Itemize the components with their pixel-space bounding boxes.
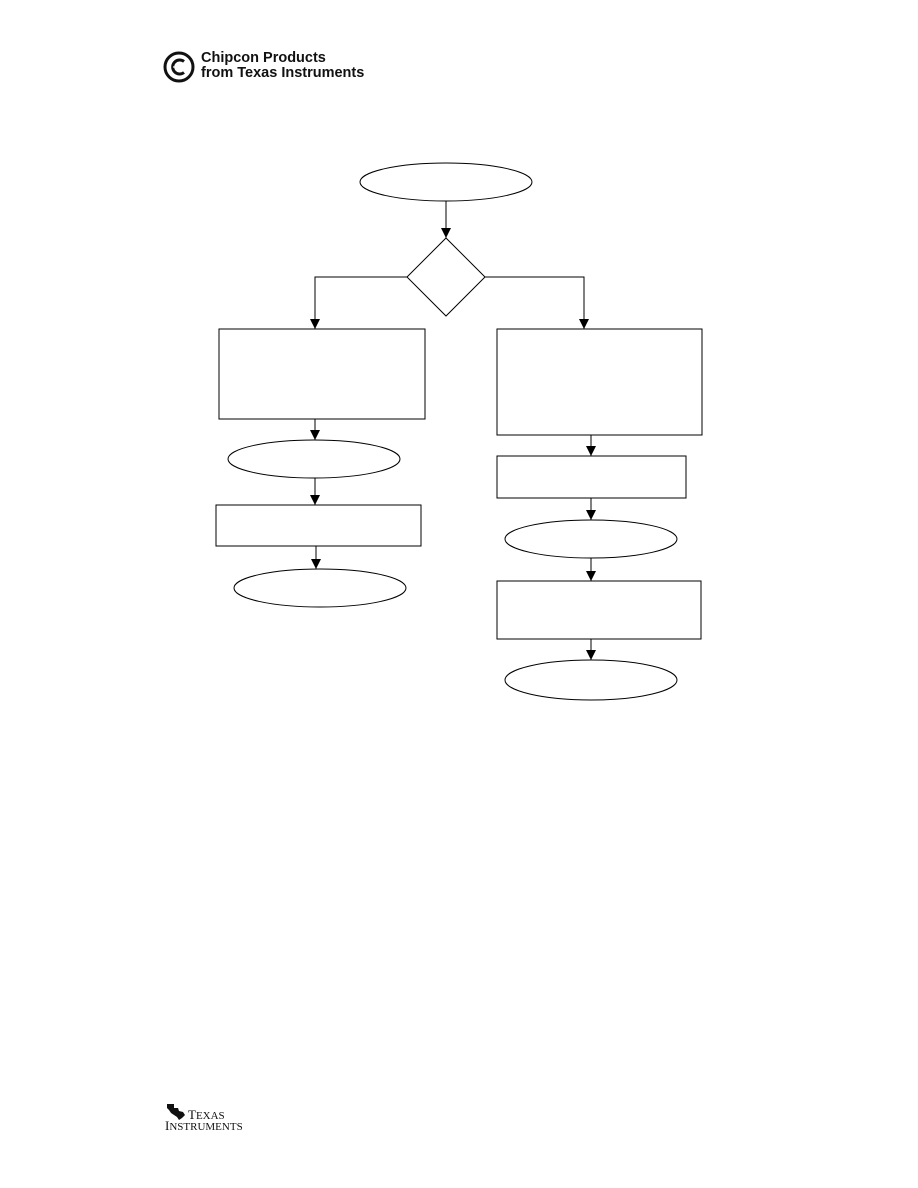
left-oval-1 bbox=[227, 439, 401, 479]
left-end-oval bbox=[233, 568, 407, 608]
left-process-box-1 bbox=[218, 328, 426, 420]
ti-line-2: INSTRUMENTS bbox=[165, 1118, 243, 1133]
ti-line-1: TEXAS bbox=[188, 1107, 225, 1122]
right-end-oval bbox=[504, 659, 678, 701]
right-process-box-1 bbox=[496, 328, 703, 436]
texas-instruments-logo: TEXAS INSTRUMENTS bbox=[163, 1103, 253, 1133]
start-oval bbox=[359, 162, 533, 202]
right-oval-1 bbox=[504, 519, 678, 559]
arrow-decision-to-right bbox=[485, 276, 589, 329]
texas-state-icon bbox=[167, 1104, 185, 1120]
logo-line-1: Chipcon Products bbox=[201, 50, 326, 66]
arrow-decision-to-left bbox=[310, 276, 407, 329]
right-process-box-3 bbox=[496, 580, 702, 640]
left-process-box-2 bbox=[215, 504, 422, 547]
right-process-box-2 bbox=[496, 455, 687, 499]
chipcon-logo-icon bbox=[163, 51, 195, 83]
logo-line-2: from Texas Instruments bbox=[201, 65, 365, 81]
decision-diamond bbox=[406, 237, 486, 317]
chipcon-logo: Chipcon Products from Texas Instruments bbox=[163, 48, 393, 86]
